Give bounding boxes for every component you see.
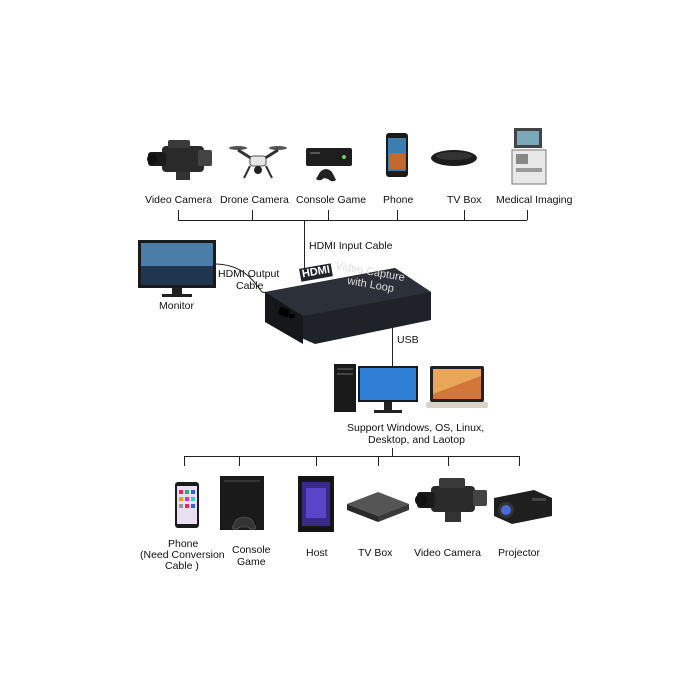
input-label-console-game: Console Game bbox=[296, 194, 367, 206]
desktop-tower-icon bbox=[334, 364, 356, 412]
computer-caption-line2: Desktop, and Laotop bbox=[368, 434, 465, 446]
drone-icon bbox=[229, 146, 287, 179]
output-label-projector: Projector bbox=[498, 547, 541, 559]
output-drop-2 bbox=[239, 456, 240, 466]
medical-imaging-icon bbox=[511, 128, 547, 185]
input-drop-5 bbox=[464, 210, 465, 220]
output-bus-line bbox=[184, 456, 520, 457]
output-drop-5 bbox=[448, 456, 449, 466]
usb-label: USB bbox=[397, 334, 419, 346]
host-tower-icon bbox=[298, 476, 334, 532]
usb-line bbox=[392, 322, 393, 370]
input-drop-3 bbox=[328, 210, 329, 220]
tv-box-output-icon bbox=[347, 492, 409, 522]
input-label-medical-imaging: Medical Imaging bbox=[496, 194, 573, 206]
output-label-phone-2: (Need Conversion bbox=[140, 549, 225, 561]
input-drop-2 bbox=[252, 210, 253, 220]
output-label-phone-3: Cable ) bbox=[165, 560, 199, 572]
output-drop-4 bbox=[378, 456, 379, 466]
console-output-icon bbox=[220, 476, 264, 530]
computer-caption-line1: Support Windows, OS, Linux, bbox=[347, 422, 485, 434]
output-drop-main bbox=[392, 448, 393, 456]
input-label-tv-box: TV Box bbox=[447, 194, 482, 206]
output-label-host: Host bbox=[306, 547, 328, 559]
console-game-icon bbox=[306, 148, 352, 182]
monitor-icon bbox=[138, 240, 216, 297]
output-label-tv-box: TV Box bbox=[358, 547, 393, 559]
input-drop-6 bbox=[527, 210, 528, 220]
hdmi-input-line bbox=[304, 220, 305, 272]
video-camera-output-icon bbox=[415, 478, 487, 522]
output-label-console-2: Game bbox=[237, 556, 266, 568]
input-label-drone-camera: Drone Camera bbox=[220, 194, 289, 206]
input-drop-1 bbox=[178, 210, 179, 220]
input-label-phone: Phone bbox=[383, 194, 414, 206]
input-drop-4 bbox=[397, 210, 398, 220]
tv-box-icon bbox=[431, 150, 477, 166]
output-drop-6 bbox=[519, 456, 520, 466]
phone-icon bbox=[386, 133, 408, 177]
capture-device bbox=[265, 268, 431, 344]
input-bus-line bbox=[178, 220, 527, 221]
hdmi-output-cable bbox=[213, 263, 273, 295]
desktop-monitor-icon bbox=[358, 366, 418, 413]
monitor-label: Monitor bbox=[159, 300, 195, 312]
output-label-phone-1: Phone bbox=[168, 538, 199, 550]
hdmi-input-cable-label: HDMI Input Cable bbox=[309, 240, 393, 252]
output-label-video-camera: Video Camera bbox=[414, 547, 481, 559]
phone-output-icon bbox=[175, 482, 199, 528]
laptop-icon bbox=[426, 366, 488, 408]
output-label-console-1: Console bbox=[232, 544, 271, 556]
output-drop-1 bbox=[184, 456, 185, 466]
projector-icon bbox=[494, 490, 552, 524]
output-drop-3 bbox=[316, 456, 317, 466]
hdmi-output-cable-label-1: HDMI Output bbox=[218, 268, 280, 280]
hdmi-output-cable-label-2: Cable bbox=[236, 280, 264, 292]
input-label-video-camera: Video Camera bbox=[145, 194, 212, 206]
video-camera-icon bbox=[147, 140, 212, 180]
